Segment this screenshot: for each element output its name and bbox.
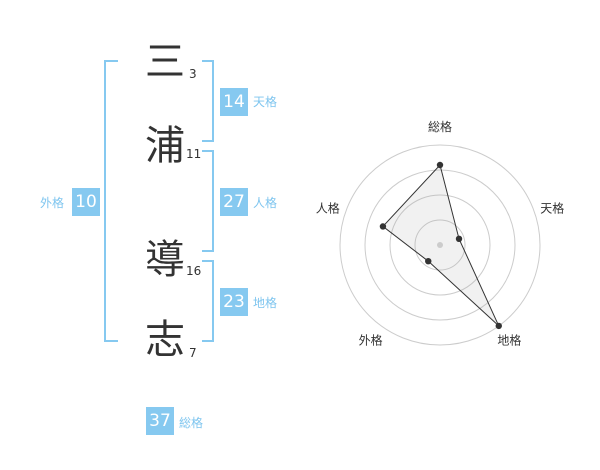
tenkaku-value: 14 — [220, 88, 248, 116]
name-char-1: 三 — [145, 39, 185, 85]
radar-point-2 — [455, 235, 463, 243]
chikaku-label: 地格 — [253, 296, 278, 310]
jinkaku-value: 27 — [220, 188, 248, 216]
stroke-count-1: 3 — [189, 67, 197, 81]
gaikaku-label: 外格 — [40, 196, 65, 210]
radar-point-4 — [425, 257, 432, 265]
radar-ring-1 — [414, 219, 466, 271]
name-char-2: 浦 — [145, 123, 185, 169]
radar-center — [437, 242, 443, 248]
chikaku-value: 23 — [220, 288, 248, 316]
radar-axis-label-1: 総格 — [428, 119, 452, 134]
radar-point-5 — [379, 223, 387, 230]
tenkaku-bracket — [202, 60, 214, 142]
name-char-4: 志 — [145, 317, 185, 363]
stroke-count-4: 7 — [189, 346, 197, 360]
tenkaku-label: 天格 — [253, 95, 278, 109]
soukaku-value: 37 — [146, 407, 174, 435]
radar-point-1 — [436, 161, 444, 169]
radar-ring-2 — [389, 194, 491, 296]
stroke-count-2: 11 — [186, 147, 202, 161]
gaikaku-bracket — [104, 60, 118, 342]
chikaku-bracket — [202, 260, 214, 342]
radar-axis-label-5: 人格 — [316, 201, 340, 216]
jinkaku-label: 人格 — [253, 196, 278, 210]
radar-axis-label-4: 外格 — [359, 332, 383, 347]
jinkaku-bracket — [202, 150, 214, 252]
soukaku-label: 総格 — [179, 416, 204, 430]
radar-point-3 — [495, 322, 502, 330]
stroke-count-3: 16 — [186, 264, 202, 278]
radar-axis-label-3: 地格 — [497, 332, 521, 347]
radar-axis-label-2: 天格 — [540, 201, 564, 216]
gaikaku-value: 10 — [72, 188, 100, 216]
radar-ring-4 — [339, 144, 541, 346]
radar-ring-3 — [364, 169, 516, 321]
name-char-3: 導 — [145, 237, 185, 283]
